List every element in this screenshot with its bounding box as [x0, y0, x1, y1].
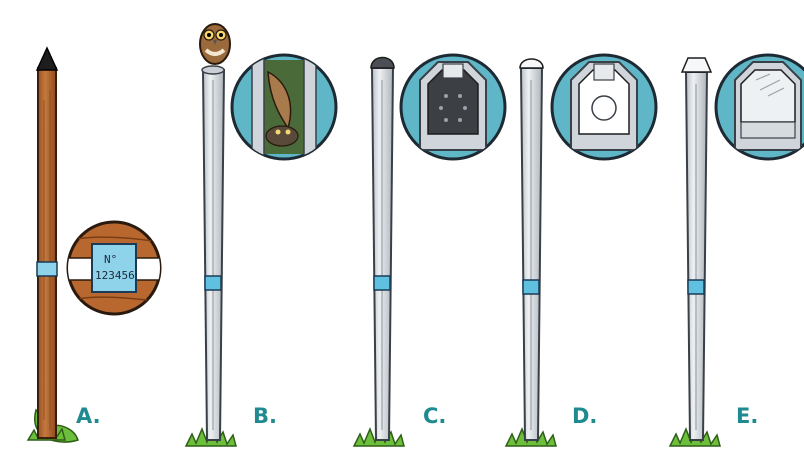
tag-line1: N°	[104, 253, 117, 266]
sealed-cap-icon	[682, 58, 711, 72]
detail-circle-d	[552, 55, 656, 159]
pole-tip-icon	[37, 48, 57, 70]
pole-band-icon	[523, 280, 539, 294]
pole-band-icon	[374, 276, 390, 290]
pole-b	[186, 24, 236, 446]
open-cap-icon	[520, 59, 543, 68]
detail-circle-a: N° 123456	[66, 222, 166, 314]
panel-label-b: B.	[253, 404, 277, 428]
panel-label-c: C.	[423, 404, 446, 428]
tag-line2: 123456	[95, 269, 135, 282]
panel-label-e: E.	[736, 404, 758, 428]
pole-e	[670, 58, 720, 446]
detail-circle-b	[232, 55, 336, 159]
panel-label-d: D.	[572, 404, 597, 428]
pole-a	[28, 48, 78, 442]
panel-label-a: A.	[76, 404, 101, 428]
vent-cap-icon	[371, 58, 394, 69]
detail-circle-e	[716, 55, 804, 159]
detail-circle-c	[401, 55, 505, 159]
pole-band-icon	[205, 276, 221, 290]
pole-band-icon	[688, 280, 704, 294]
owl-icon	[200, 24, 230, 64]
pole-c	[354, 58, 404, 447]
id-tag-closeup	[92, 244, 136, 292]
id-tag-icon	[37, 262, 57, 276]
pole-d	[506, 59, 556, 446]
